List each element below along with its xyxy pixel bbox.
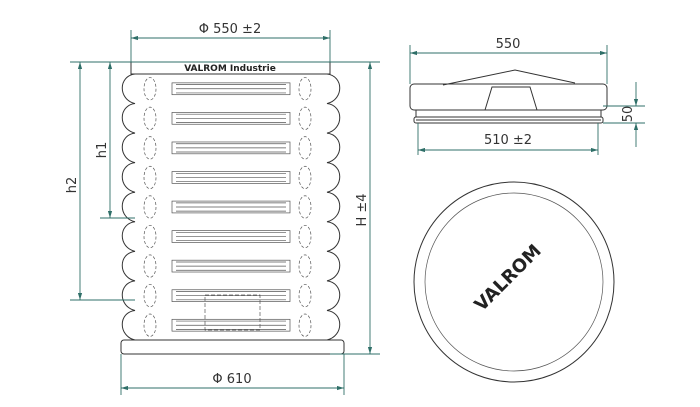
- chamber-front-view: VALROM Industrie: [120, 61, 345, 355]
- rib-lug: [298, 284, 312, 308]
- rib-lug: [298, 77, 312, 101]
- left-corrugated-wall: [121, 73, 136, 341]
- rib-band: [171, 112, 291, 125]
- rib-lug: [143, 136, 157, 160]
- rib-band: [171, 318, 291, 332]
- dim-lid-inner: 510 ±2: [484, 133, 532, 148]
- lid-logo: VALROM: [471, 241, 546, 316]
- front-dimensions: Φ 550 ±2 Φ 610 h1 h2 H ±4: [65, 22, 380, 395]
- front-logo: VALROM Industrie: [184, 64, 276, 74]
- dim-h1: h1: [95, 142, 110, 159]
- rib-band: [171, 200, 291, 214]
- rib-lug: [298, 165, 312, 190]
- lid-side-view: [409, 69, 608, 124]
- dim-top-diameter: Φ 550 ±2: [199, 22, 261, 37]
- rib-band: [171, 141, 291, 155]
- dim-h2: h2: [65, 177, 80, 194]
- rib-lug: [298, 313, 312, 337]
- rib-lug: [143, 77, 157, 101]
- lid-dimensions: 550 50 510 ±2: [409, 37, 645, 155]
- rib-lug: [298, 224, 312, 249]
- corrugated-body: [121, 73, 341, 341]
- rib-lug: [298, 254, 312, 278]
- rib-lug: [143, 224, 157, 249]
- rib-lug: [298, 136, 312, 160]
- dim-H: H ±4: [355, 193, 370, 226]
- inlet-knockout: [204, 294, 261, 331]
- lid-top-view: VALROM: [413, 181, 615, 383]
- rib-band: [171, 289, 291, 302]
- bottom-flange: [120, 339, 345, 355]
- rib-band: [171, 259, 291, 273]
- right-corrugated-wall: [326, 73, 341, 341]
- rib-band: [171, 82, 291, 96]
- dim-bottom-diameter: Φ 610: [212, 372, 251, 387]
- rib-lug: [143, 284, 157, 308]
- rib-lug: [143, 195, 157, 219]
- rib-band: [171, 230, 291, 243]
- rib-lug: [143, 254, 157, 278]
- rib-lug: [143, 106, 157, 130]
- dim-lid-height: 50: [621, 106, 636, 123]
- rib-lug: [298, 106, 312, 130]
- dim-lid-width: 550: [496, 37, 521, 52]
- rib-band: [171, 171, 291, 184]
- rib-lug: [143, 313, 157, 337]
- rib-lug: [143, 165, 157, 190]
- rib-lug: [298, 195, 312, 219]
